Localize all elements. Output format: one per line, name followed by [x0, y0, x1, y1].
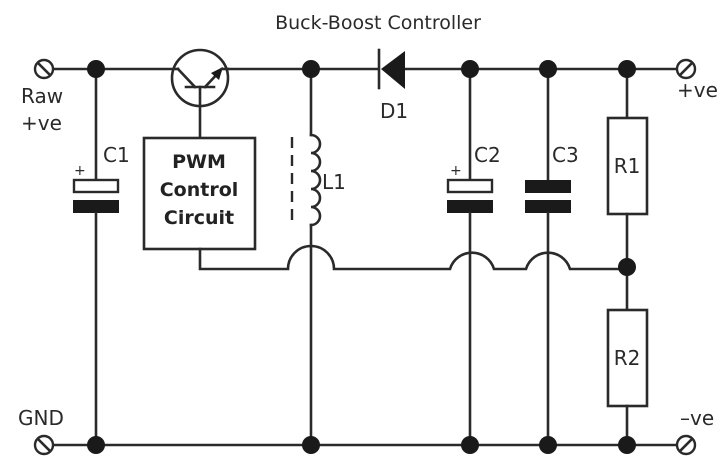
junction-node [302, 436, 320, 454]
junction-node [539, 60, 557, 78]
capacitor-c1: + [72, 67, 120, 447]
junction-node [539, 436, 557, 454]
c2-label: C2 [474, 143, 501, 167]
junction-node [618, 258, 636, 276]
r2-label: R2 [614, 346, 641, 370]
terminal-output-positive[interactable] [675, 58, 697, 80]
junction-nodes [87, 60, 636, 454]
diagram-title: Buck-Boost Controller [275, 12, 481, 34]
resistor-r1 [606, 67, 649, 312]
capacitor-c3 [525, 67, 571, 447]
c1-polarity-mark: + [74, 163, 86, 179]
junction-node [87, 436, 105, 454]
terminal-raw-positive[interactable] [33, 58, 55, 80]
l1-label: L1 [322, 170, 346, 194]
r1-label: R1 [614, 154, 641, 178]
pwm-line-2: Control [160, 179, 239, 201]
capacitor-c2: + [446, 67, 494, 447]
c2-polarity-mark: + [450, 163, 462, 179]
c1-label: C1 [103, 143, 130, 167]
junction-node [302, 60, 320, 78]
junction-node [618, 60, 636, 78]
terminal-output-negative-label: –ve [680, 406, 714, 430]
junction-node [461, 60, 479, 78]
junction-node [618, 436, 636, 454]
terminal-output-positive-label: +ve [677, 78, 718, 102]
transistor-icon [170, 48, 230, 140]
resistor-r2 [606, 308, 649, 447]
c3-label: C3 [552, 143, 579, 167]
terminal-ground[interactable] [33, 434, 55, 456]
terminal-raw-label: Raw [21, 84, 63, 108]
terminal-output-negative[interactable] [675, 434, 697, 456]
junction-node [87, 60, 105, 78]
terminal-ground-label: GND [18, 406, 64, 430]
junction-node [461, 436, 479, 454]
diode-d1 [377, 48, 405, 90]
d1-label: D1 [380, 99, 408, 123]
feedback-wire [198, 244, 629, 271]
pwm-line-3: Circuit [164, 207, 234, 229]
pwm-control-circuit: PWM Control Circuit [142, 136, 257, 251]
terminal-raw-ve-label: +ve [21, 111, 62, 135]
pwm-line-1: PWM [172, 151, 226, 173]
inductor-l1 [290, 67, 322, 447]
